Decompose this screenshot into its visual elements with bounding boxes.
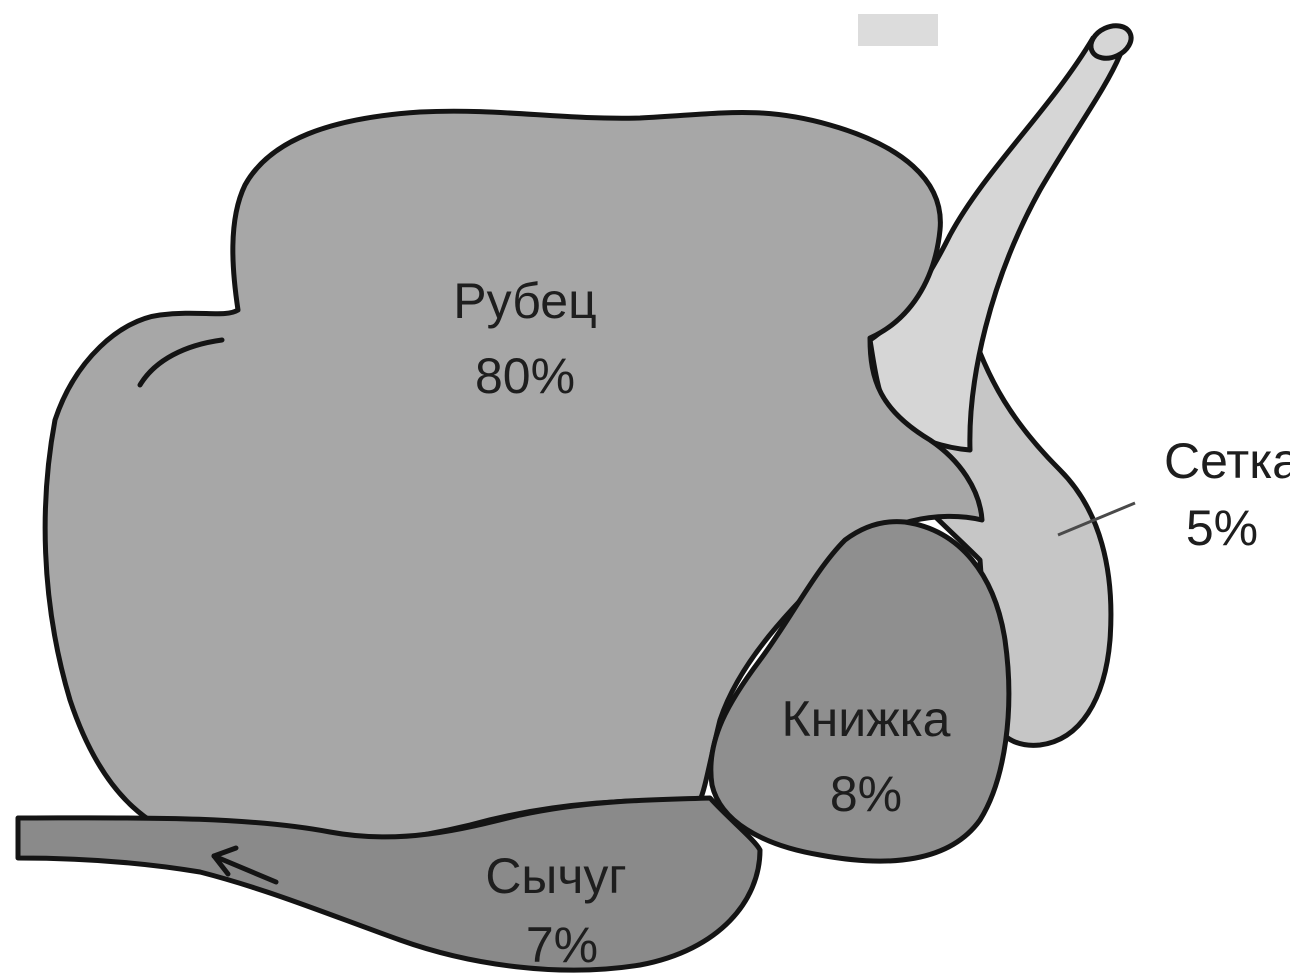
reticulum-name-label: Сетка: [1164, 433, 1290, 489]
reticulum-percent-label: 5%: [1186, 500, 1258, 556]
rumen-name-label: Рубец: [453, 273, 596, 329]
scan-artifact-block: [858, 14, 938, 46]
abomasum-name-label: Сычуг: [485, 848, 626, 904]
abomasum-percent-label: 7%: [526, 917, 598, 973]
rumen-percent-label: 80%: [475, 348, 575, 404]
omasum-name-label: Книжка: [782, 691, 951, 747]
omasum-percent-label: 8%: [830, 766, 902, 822]
